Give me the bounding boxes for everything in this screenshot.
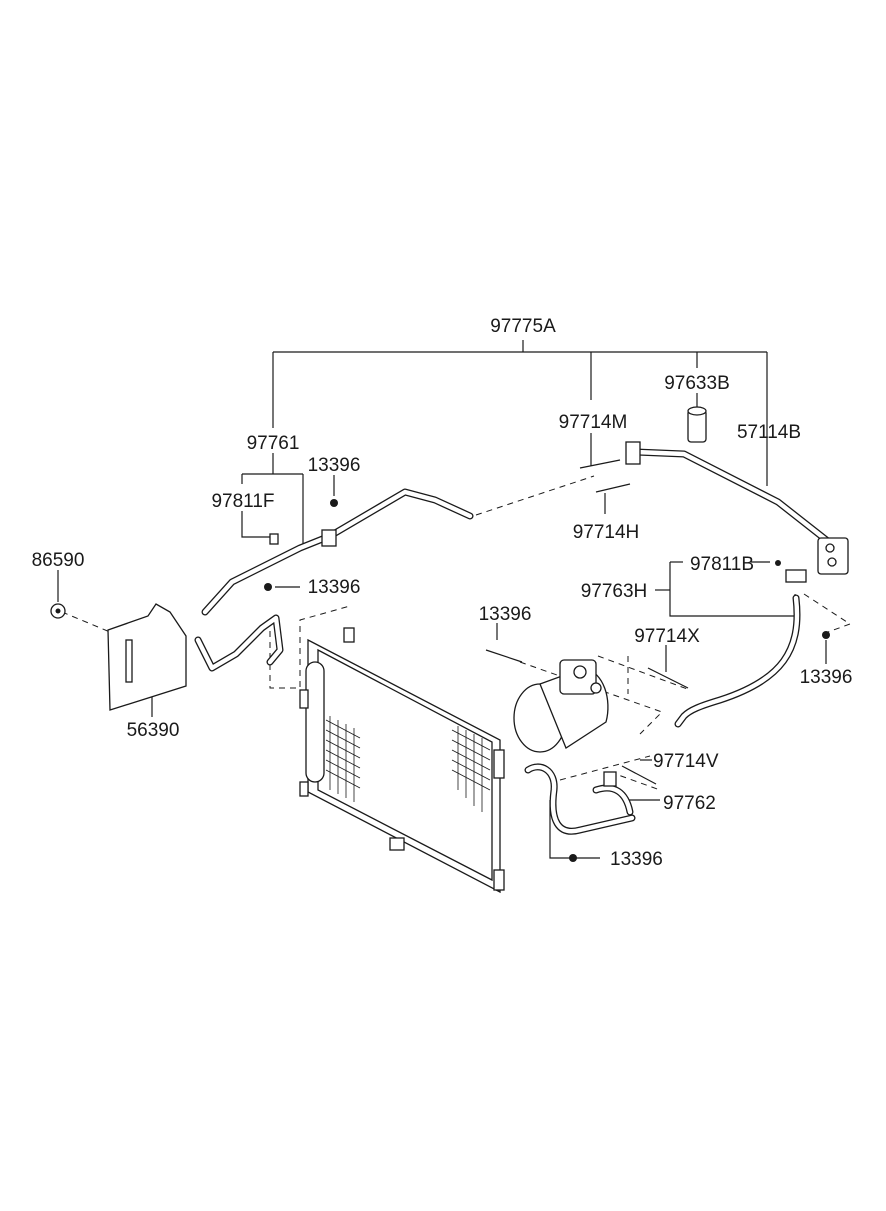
compressor (513, 659, 609, 753)
label-97775A: 97775A (490, 316, 556, 337)
label-97761: 97761 (247, 433, 300, 454)
label-97811F: 97811F (211, 491, 274, 512)
label-86590: 86590 (32, 550, 85, 571)
part-labels: 97775A 97633B 97714M 57114B 97761 13396 … (32, 316, 853, 870)
label-13396-bottom: 13396 (610, 849, 663, 870)
leader-lines (57, 340, 827, 859)
label-97714X: 97714X (634, 626, 700, 647)
label-57114B: 57114B (737, 422, 801, 443)
label-13396-top: 13396 (308, 455, 361, 476)
label-97714H: 97714H (573, 522, 640, 543)
label-13396-right: 13396 (800, 667, 853, 688)
label-13396-compressor: 13396 (479, 604, 532, 625)
label-97811B: 97811B (690, 554, 754, 575)
small-parts (50, 406, 849, 862)
label-97633B: 97633B (664, 373, 730, 394)
label-13396-mid: 13396 (308, 577, 361, 598)
label-56390: 56390 (127, 720, 180, 741)
label-97763H: 97763H (581, 581, 648, 602)
hose-97763h (674, 594, 801, 728)
label-97762: 97762 (663, 793, 716, 814)
label-97714V: 97714V (653, 751, 719, 772)
condenser (299, 627, 505, 894)
label-97714M: 97714M (559, 412, 628, 433)
hose-97762 (524, 763, 636, 835)
cover-panel (107, 603, 187, 711)
